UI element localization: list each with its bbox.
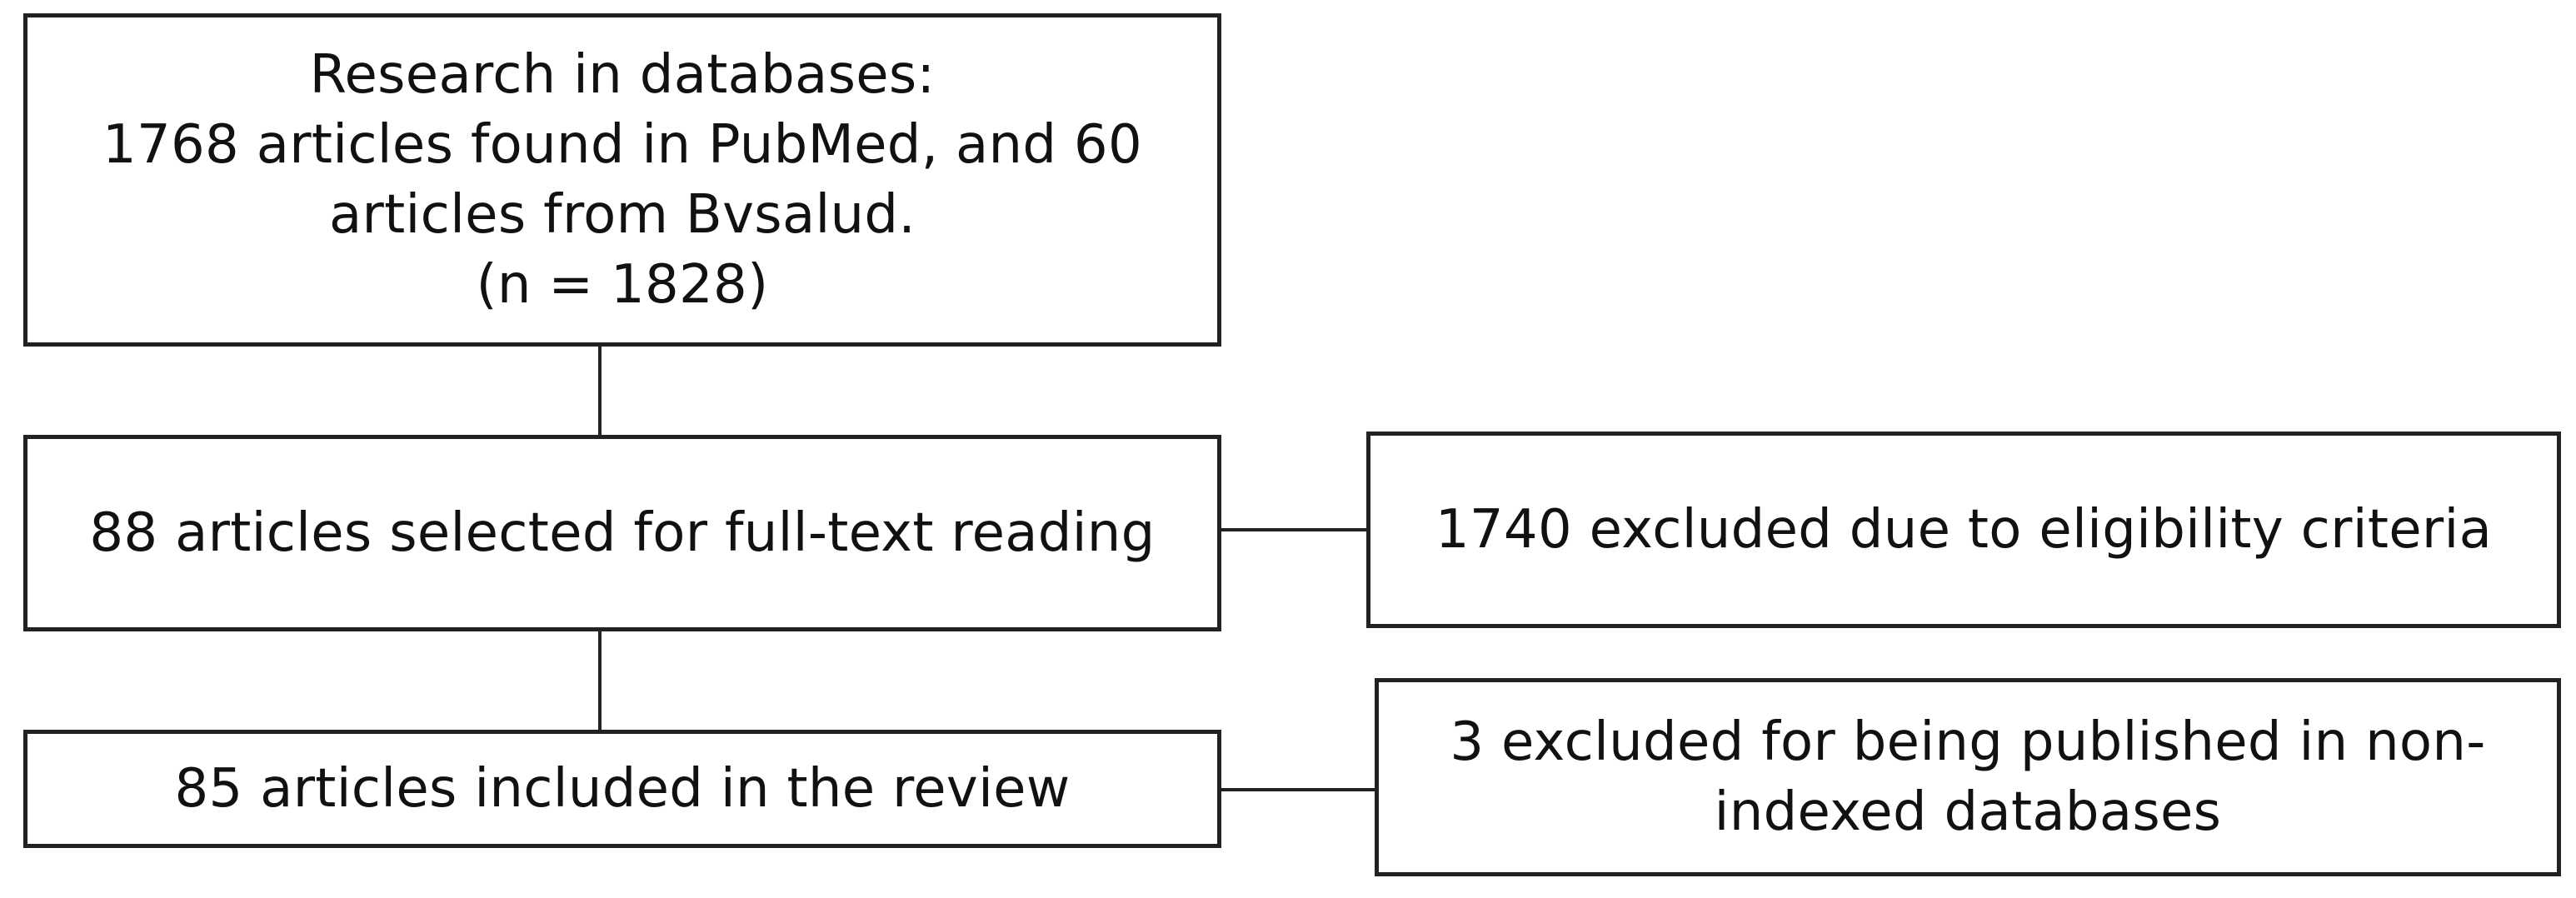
connector-selected-to-excluded-eligibility xyxy=(1221,528,1366,531)
connector-research-to-selected xyxy=(598,347,602,435)
excluded-indexing-line-1: 3 excluded for being published in non- xyxy=(1450,711,2486,773)
included-box-text: 85 articles included in the review xyxy=(174,758,1071,820)
excluded-eligibility-text: 1740 excluded due to eligibility criteri… xyxy=(1435,499,2493,561)
research-databases-box: Research in databases: 1768 articles fou… xyxy=(23,13,1221,347)
excluded-indexing-line-2: indexed databases xyxy=(1714,781,2222,843)
research-box-line-1: Research in databases: xyxy=(309,44,936,106)
excluded-eligibility-box: 1740 excluded due to eligibility criteri… xyxy=(1366,432,2561,628)
included-articles-box: 85 articles included in the review xyxy=(23,730,1221,848)
excluded-indexing-box: 3 excluded for being published in non- i… xyxy=(1375,678,2561,876)
research-box-line-3: articles from Bvsalud. xyxy=(329,184,916,246)
research-box-line-2: 1768 articles found in PubMed, and 60 xyxy=(102,114,1142,176)
selected-articles-box: 88 articles selected for full-text readi… xyxy=(23,435,1221,631)
selected-box-text: 88 articles selected for full-text readi… xyxy=(89,502,1156,564)
research-box-line-4: (n = 1828) xyxy=(476,254,769,316)
connector-selected-to-included xyxy=(598,631,602,730)
connector-included-to-excluded-indexing xyxy=(1221,788,1375,791)
